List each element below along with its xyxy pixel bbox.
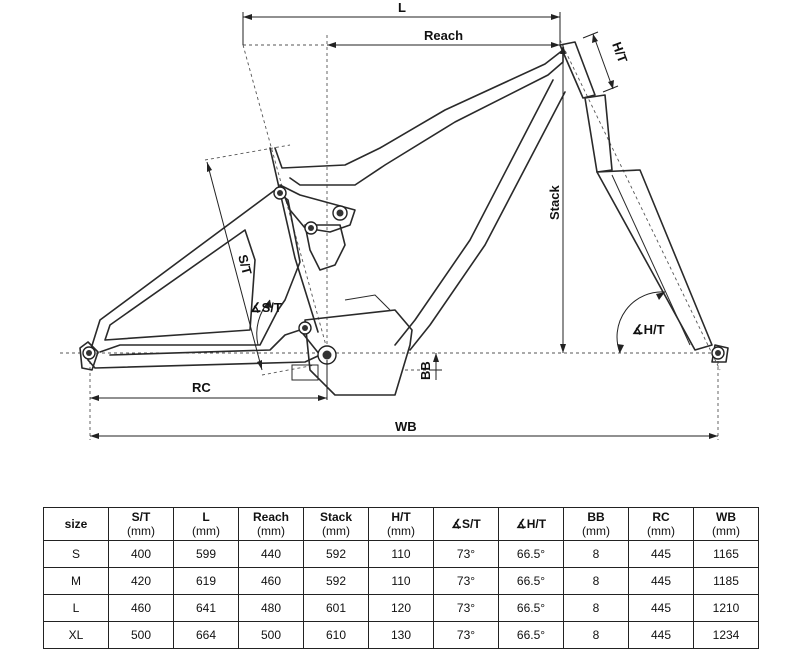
table-header: size [43, 507, 109, 541]
table-cell: 592 [303, 567, 369, 595]
table-cell: 73° [433, 594, 499, 622]
table-cell: 400 [108, 540, 174, 568]
table-cell: 1165 [693, 540, 759, 568]
table-header: Stack(mm) [303, 507, 369, 541]
table-cell: 8 [563, 594, 629, 622]
table-cell: 73° [433, 621, 499, 649]
table-cell: 1234 [693, 621, 759, 649]
label-bb: BB [418, 361, 433, 380]
table-cell: 445 [628, 621, 694, 649]
table-header: ∡S/T [433, 507, 499, 541]
table-cell: 66.5° [498, 594, 564, 622]
table-cell: 420 [108, 567, 174, 595]
bike-geometry-diagram: L Reach H/T Stack S/T ∡S/T ∡H/T BB RC WB [60, 0, 729, 440]
table-cell: 110 [368, 567, 434, 595]
label-wb: WB [395, 419, 417, 434]
table-cell: 1210 [693, 594, 759, 622]
table-cell: 500 [238, 621, 304, 649]
table-header: H/T(mm) [368, 507, 434, 541]
table-cell: 1185 [693, 567, 759, 595]
table-cell: 460 [108, 594, 174, 622]
dimension-labels: L Reach H/T Stack S/T ∡S/T ∡H/T BB RC WB [192, 0, 665, 434]
table-cell: 601 [303, 594, 369, 622]
table-cell: 619 [173, 567, 239, 595]
size-cell: M [43, 567, 109, 595]
table-cell: 66.5° [498, 567, 564, 595]
table-cell: 460 [238, 567, 304, 595]
geometry-table: size S/T(mm) L(mm) Reach(mm) Stack(mm) H… [43, 507, 759, 649]
label-rc: RC [192, 380, 211, 395]
table-header: L(mm) [173, 507, 239, 541]
table-cell: 66.5° [498, 540, 564, 568]
table-header: BB(mm) [563, 507, 629, 541]
label-ht-angle: ∡H/T [632, 322, 665, 337]
table-cell: 592 [303, 540, 369, 568]
table-cell: 73° [433, 540, 499, 568]
table-header: ∡H/T [498, 507, 564, 541]
table-cell: 130 [368, 621, 434, 649]
table-cell: 440 [238, 540, 304, 568]
table-cell: 641 [173, 594, 239, 622]
reference-lines [60, 35, 721, 440]
table-cell: 73° [433, 567, 499, 595]
dimension-lines [90, 12, 718, 439]
table-cell: 120 [368, 594, 434, 622]
table-cell: 500 [108, 621, 174, 649]
table-cell: 664 [173, 621, 239, 649]
table-cell: 8 [563, 540, 629, 568]
size-cell: S [43, 540, 109, 568]
bike-frame [79, 41, 729, 396]
label-l: L [398, 0, 406, 15]
table-cell: 599 [173, 540, 239, 568]
label-st: S/T [235, 253, 255, 276]
table-cell: 8 [563, 621, 629, 649]
table-header-row: size S/T(mm) L(mm) Reach(mm) Stack(mm) H… [43, 507, 759, 541]
table-cell: 445 [628, 540, 694, 568]
label-ht: H/T [609, 40, 630, 65]
size-cell: L [43, 594, 109, 622]
table-header: WB(mm) [693, 507, 759, 541]
size-cell: XL [43, 621, 109, 649]
table-cell: 445 [628, 567, 694, 595]
table-header: S/T(mm) [108, 507, 174, 541]
label-st-angle: ∡S/T [250, 300, 282, 315]
table-cell: 480 [238, 594, 304, 622]
label-reach: Reach [424, 28, 463, 43]
table-cell: 110 [368, 540, 434, 568]
table-cell: 66.5° [498, 621, 564, 649]
table-cell: 8 [563, 567, 629, 595]
table-header: RC(mm) [628, 507, 694, 541]
table-header: Reach(mm) [238, 507, 304, 541]
table-cell: 445 [628, 594, 694, 622]
label-stack: Stack [547, 185, 562, 220]
table-cell: 610 [303, 621, 369, 649]
